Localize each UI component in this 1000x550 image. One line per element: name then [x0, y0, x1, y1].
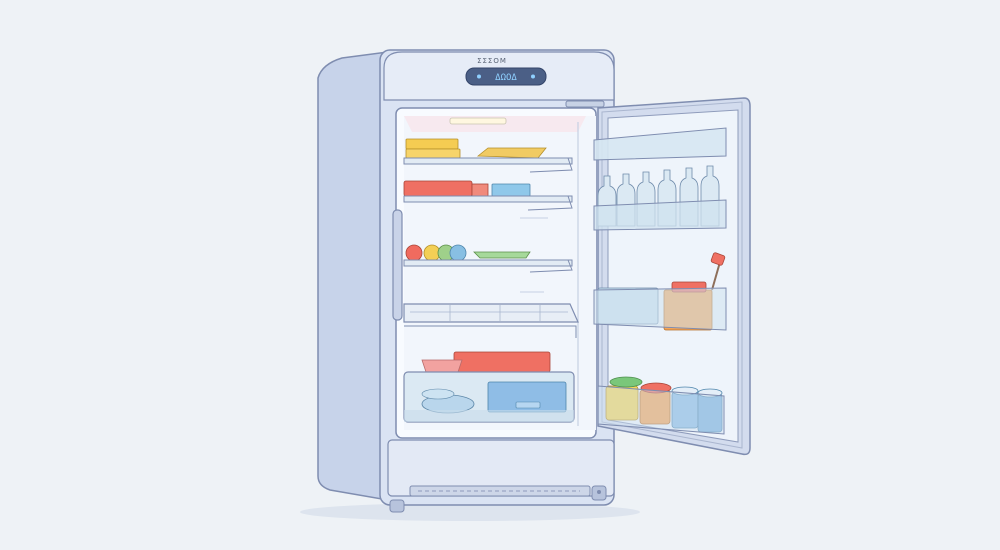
- crisper-lid: [403, 303, 579, 338]
- front-foot-left: [389, 499, 405, 513]
- top-shelf-items: [405, 138, 547, 159]
- fridge-door[interactable]: [593, 97, 751, 456]
- fruit-red[interactable]: [405, 244, 423, 262]
- door-shelf-1: [593, 199, 727, 231]
- display-button-right[interactable]: [531, 74, 535, 79]
- shelf-1-glass: [403, 157, 573, 165]
- side-panel: [317, 51, 389, 501]
- shelf-2-rail: [527, 195, 573, 211]
- shelf-2: [403, 195, 573, 211]
- ceiling-light[interactable]: [449, 117, 507, 125]
- door-handle-bar[interactable]: [392, 209, 403, 321]
- red-container[interactable]: [403, 180, 473, 197]
- crisper-lid-glass: [403, 303, 579, 323]
- floor-shadow: [300, 503, 640, 521]
- shelf-1: [403, 157, 573, 173]
- crisper-items: [403, 351, 575, 423]
- pink-bowl[interactable]: [421, 359, 463, 373]
- third-shelf-items: [405, 244, 531, 262]
- second-shelf-items: [403, 180, 531, 197]
- yellow-tray[interactable]: [476, 147, 547, 159]
- door-shelf-2: [593, 287, 727, 331]
- sauce-bottle-cap: [710, 252, 726, 266]
- yellow-box[interactable]: [405, 138, 459, 150]
- red-container-end: [471, 183, 489, 197]
- shelf-2-glass: [403, 195, 573, 203]
- glass-bowl-inner: [421, 388, 455, 400]
- red-box[interactable]: [453, 351, 551, 373]
- shelf-3-glass: [403, 259, 573, 267]
- display-button-left[interactable]: [477, 74, 481, 79]
- yellow-box-lid: [405, 148, 461, 159]
- shelf-3: [403, 217, 573, 293]
- drawer-lip: [404, 410, 574, 422]
- door-top-tray: [593, 127, 727, 161]
- top-hinge: [565, 100, 605, 108]
- display-readout: ΔΩΟΔ: [495, 73, 517, 83]
- shelf-3-rail: [529, 259, 573, 273]
- shelf-1-rail: [529, 157, 573, 173]
- lid-rail: [404, 325, 577, 338]
- blue-box[interactable]: [491, 183, 531, 197]
- green-dish[interactable]: [473, 251, 531, 259]
- door-bottom-shelf-items: [605, 376, 723, 433]
- fruit-blue[interactable]: [449, 244, 467, 262]
- brand-label: ΣΣΣΟΜ: [477, 57, 507, 65]
- sauce-bottle[interactable]: [711, 261, 721, 291]
- yellow-jar-lid: [609, 376, 643, 388]
- base-grille: [409, 485, 591, 497]
- door-shelf-3: [597, 385, 725, 435]
- foot-bolt: [597, 490, 601, 494]
- blue-container-label: [515, 401, 541, 409]
- control-display[interactable]: [465, 67, 547, 86]
